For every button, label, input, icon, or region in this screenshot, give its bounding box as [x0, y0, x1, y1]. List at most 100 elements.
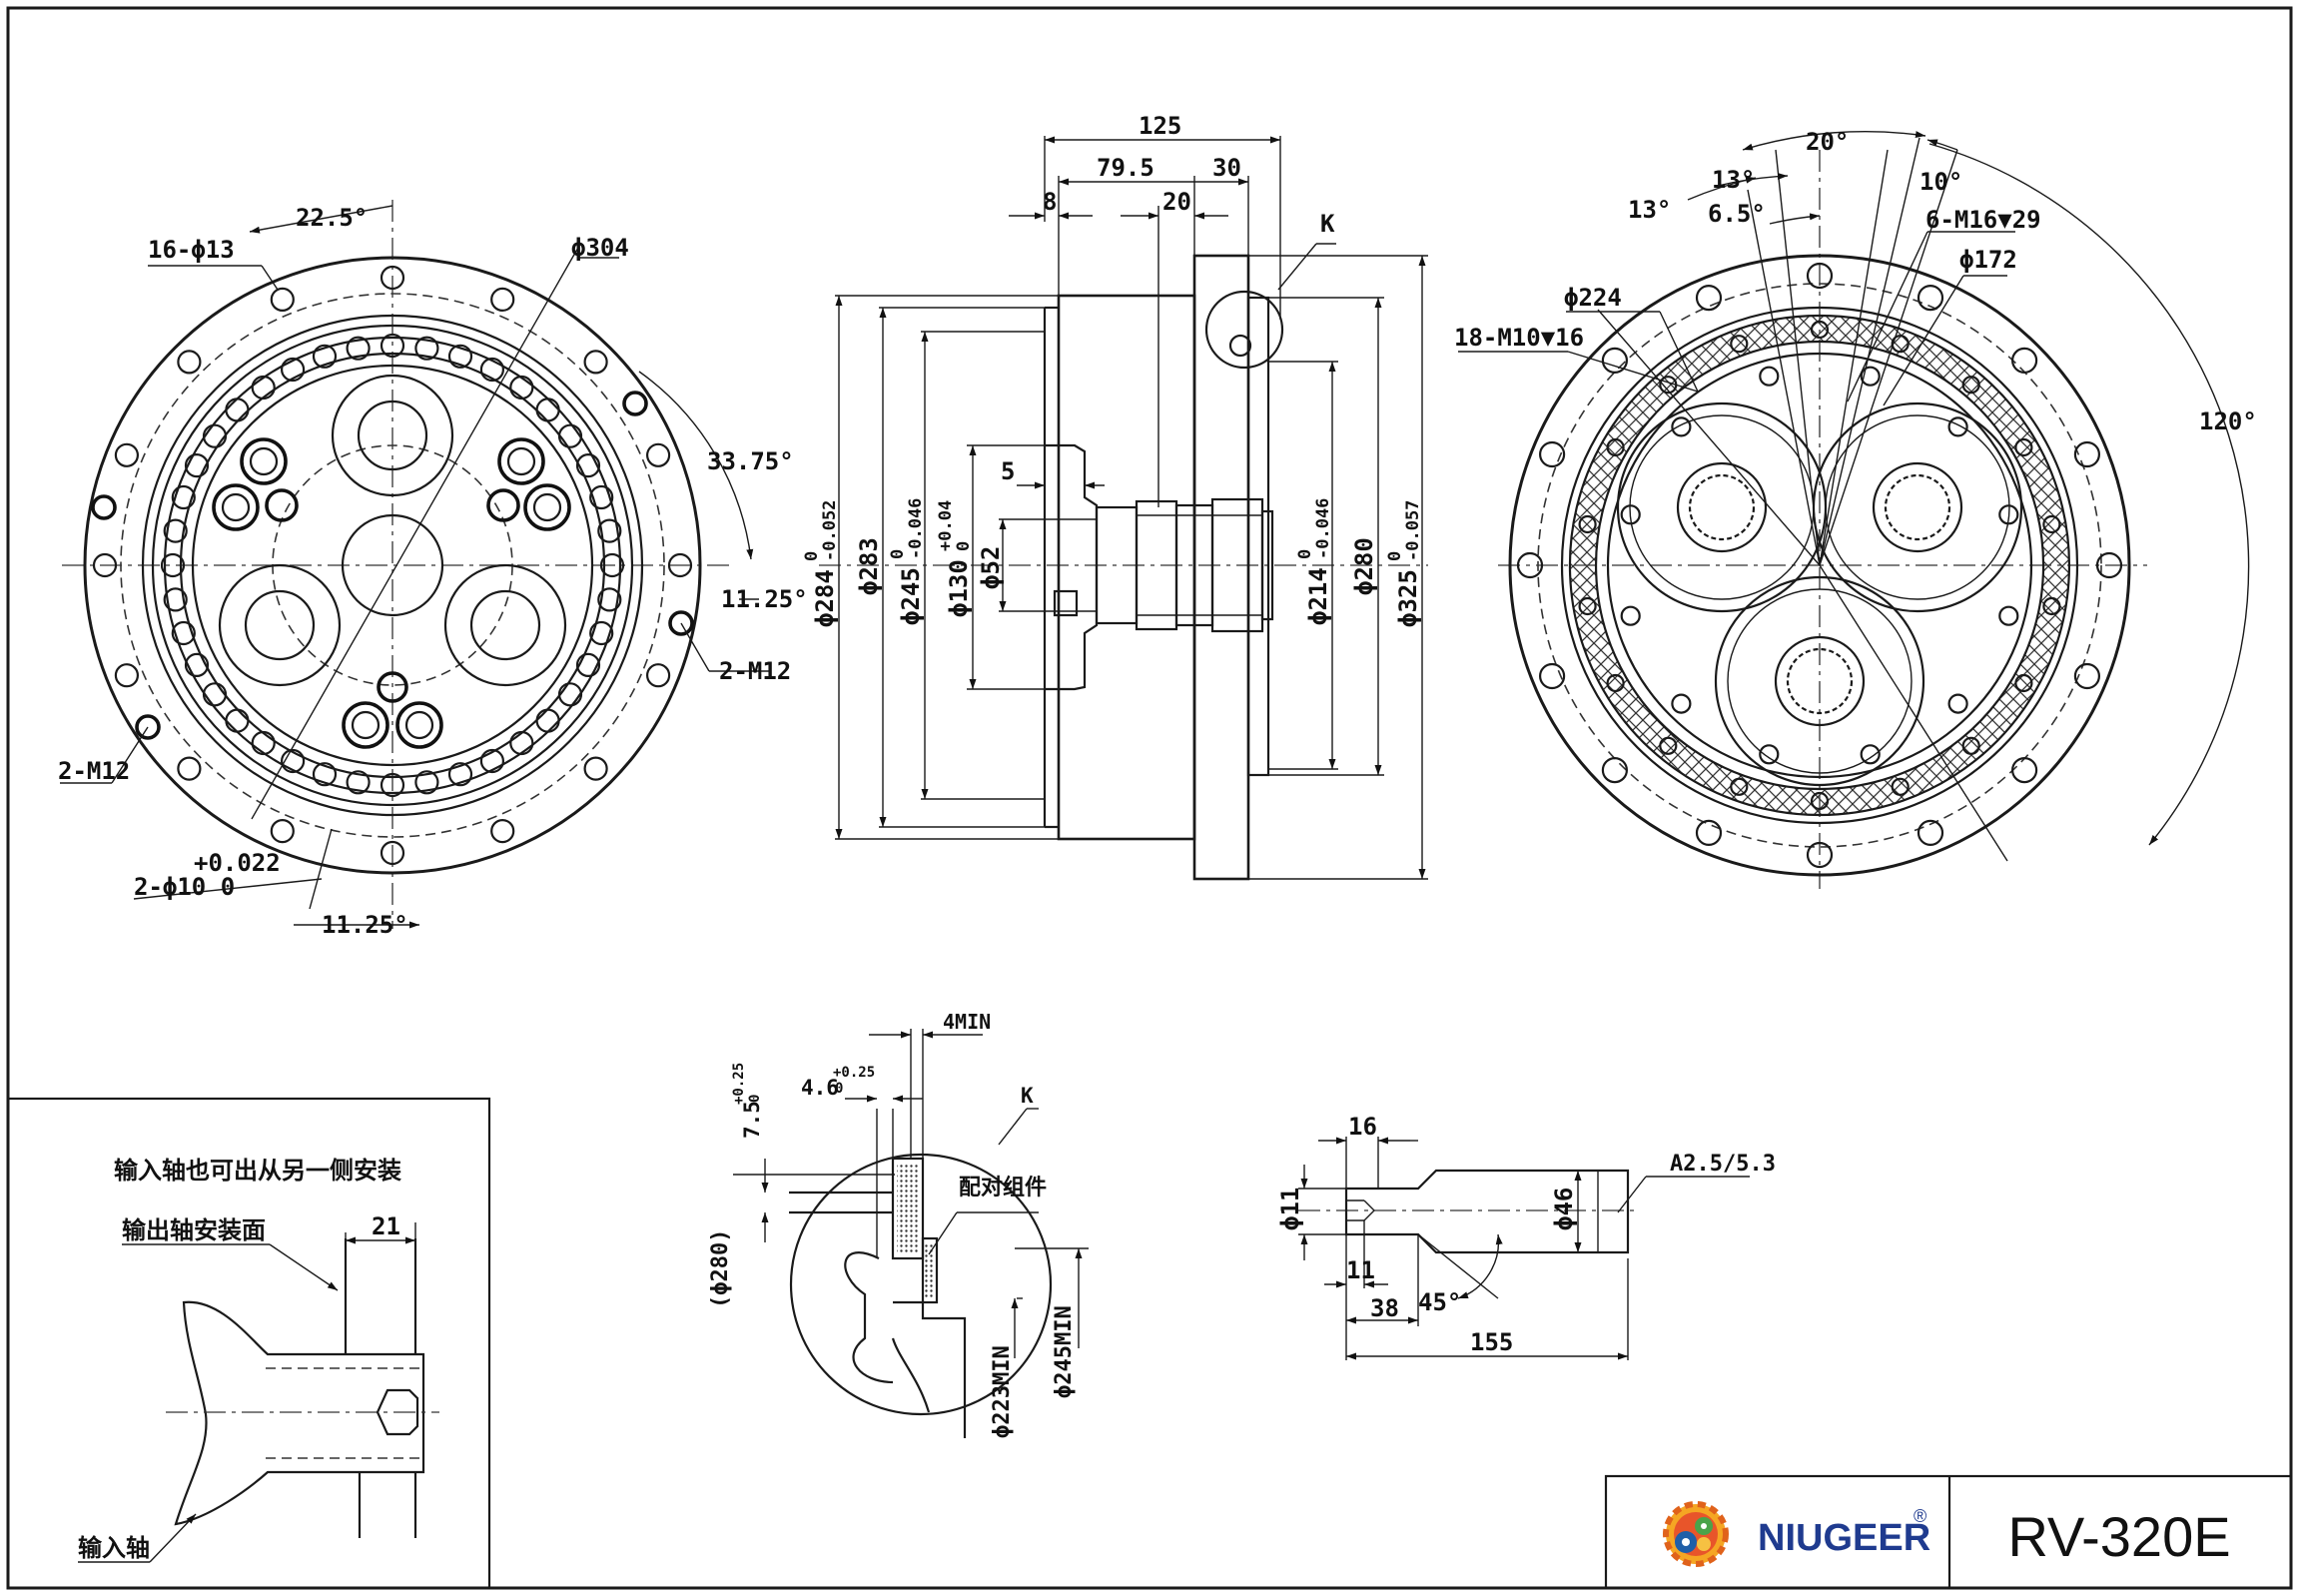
rear-view: 20° 13° 13° 10° 6.5° 6-M16▼29 ϕ172 ϕ224 …	[1454, 128, 2257, 889]
needle-roller	[160, 552, 186, 578]
label-dia-224: ϕ224	[1564, 284, 1622, 312]
needle-roller	[575, 652, 601, 678]
needle-roller	[589, 484, 614, 510]
bolt-hole	[177, 756, 202, 781]
label-dia-283: ϕ283	[855, 537, 883, 595]
bolt-hole	[1806, 262, 1834, 290]
label-dia-325: ϕ325	[1394, 569, 1422, 627]
bolt-hole	[1516, 551, 1544, 579]
bolt-hole	[583, 350, 608, 375]
label-dia-52: ϕ52	[977, 546, 1005, 589]
label-dia-284-tol-dn: -0.052	[820, 500, 840, 561]
label-angle-22-5: 22.5°	[296, 204, 368, 232]
label-tap-6-m16: 6-M16▼29	[1925, 206, 2041, 234]
needle-roller	[557, 423, 583, 448]
needle-roller	[312, 344, 338, 369]
needle-roller	[597, 587, 622, 612]
label-7-5-tol-dn: 0	[747, 1095, 763, 1103]
tapped-hole	[1961, 736, 1980, 755]
rear-bolt-holes	[1516, 262, 2123, 869]
tapped-hole	[1671, 693, 1692, 714]
label-dia-11: ϕ11	[1276, 1188, 1304, 1230]
label-dia-214-group: ϕ214 0 -0.046	[1295, 498, 1333, 625]
bolt-hole	[177, 350, 202, 375]
label-4-6-tol-dn: 0	[835, 1081, 843, 1097]
bolt-hole	[667, 552, 693, 578]
install-note-view: 输入轴也可出从另一侧安装 输出轴安装面 21 输入轴	[78, 1157, 439, 1563]
needle-roller	[163, 587, 188, 612]
bolt-hole	[1695, 285, 1723, 312]
label-angle-11-25-right: 11.25°	[721, 585, 808, 613]
label-len-155: 155	[1470, 1328, 1513, 1356]
tapped-hole	[1947, 416, 1968, 437]
tapped-hole	[1620, 605, 1641, 626]
bolt-hole	[1538, 440, 1566, 468]
tapped-hole	[1860, 366, 1881, 387]
label-dia-280-ref: (ϕ280)	[708, 1229, 733, 1308]
needle-roller	[251, 375, 276, 400]
label-len-20: 20	[1162, 188, 1191, 216]
tapped-hole	[2014, 437, 2033, 457]
tapped-hole	[1659, 736, 1678, 755]
bolt-hole	[1601, 347, 1629, 374]
needle-roller	[380, 333, 405, 359]
label-dia-304: ϕ304	[571, 234, 629, 262]
label-dia-325-group: ϕ325 0 -0.057	[1385, 500, 1423, 627]
label-detail-k-small: K	[1021, 1084, 1034, 1108]
label-dia-280: ϕ280	[1350, 537, 1378, 595]
label-dia-284-group: ϕ284 0 -0.052	[802, 500, 840, 627]
needle-roller-ring	[160, 333, 625, 798]
tapped-hole	[1998, 605, 2019, 626]
tapped-hole	[2042, 514, 2061, 534]
label-4-6-group: 4.6 +0.25 0	[801, 1065, 875, 1100]
needle-roller	[163, 518, 188, 543]
bolt-hole	[490, 818, 515, 844]
needle-roller	[414, 336, 439, 361]
detail-k-view: 4MIN 4.6 +0.25 0 K 7.5 +0.25 0 配对组件 (ϕ28…	[708, 1010, 1089, 1438]
label-dia-214-tol-up: 0	[1295, 549, 1315, 559]
needle-roller	[479, 748, 504, 774]
tapped-hole	[1578, 514, 1597, 534]
bolt-hole	[2073, 662, 2100, 690]
needle-roller	[346, 336, 371, 361]
label-angle-20: 20°	[1806, 128, 1849, 156]
label-thread-left: 2-M12	[58, 757, 130, 785]
label-4-min: 4MIN	[943, 1010, 991, 1034]
planet-gears	[1616, 401, 2023, 787]
bolt-hole	[270, 287, 295, 312]
brand-name: NIUGEER	[1758, 1517, 1930, 1559]
label-dia-172: ϕ172	[1959, 246, 2017, 274]
input-shaft-section	[1053, 497, 1274, 633]
label-dia-130-group: ϕ130 +0.04 0	[936, 500, 974, 617]
needle-roller	[312, 762, 338, 787]
label-len-16: 16	[1348, 1113, 1377, 1141]
tapped-hole	[1961, 376, 1980, 395]
tapped-hole	[1810, 791, 1830, 811]
bolt-hole	[1601, 756, 1629, 784]
tapped-hole	[1730, 335, 1749, 354]
title-block: NIUGEER ® RV-320E	[1663, 1501, 2231, 1568]
label-angle-11-25-bottom: 11.25°	[322, 911, 408, 939]
bolt-hole	[2095, 551, 2123, 579]
tapped-hole	[1759, 744, 1780, 765]
label-dia-284-tol-up: 0	[802, 551, 822, 561]
tapped-hole	[1671, 416, 1692, 437]
bolt-hole	[1916, 285, 1944, 312]
bolt-hole	[490, 287, 515, 312]
tapped-hole	[1730, 777, 1749, 796]
needle-roller	[557, 682, 583, 707]
label-dia-245-group: ϕ245 0 -0.046	[888, 498, 926, 625]
bolt-hole	[114, 442, 140, 467]
needle-roller	[414, 770, 439, 795]
label-len-79-5: 79.5	[1097, 154, 1154, 182]
label-tap-18-m10: 18-M10▼16	[1454, 324, 1584, 352]
tapped-hole	[1578, 596, 1597, 616]
label-len-125: 125	[1139, 112, 1181, 140]
needle-roller	[599, 552, 625, 578]
label-4-6-tol-up: +0.25	[833, 1065, 875, 1081]
label-center-hole: A2.5/5.3	[1670, 1152, 1776, 1177]
needle-roller	[225, 398, 250, 422]
label-len-5: 5	[1001, 457, 1015, 485]
label-dia-325-tol-dn: -0.057	[1403, 500, 1423, 561]
label-7-5-group: 7.5 +0.25 0	[731, 1063, 764, 1139]
